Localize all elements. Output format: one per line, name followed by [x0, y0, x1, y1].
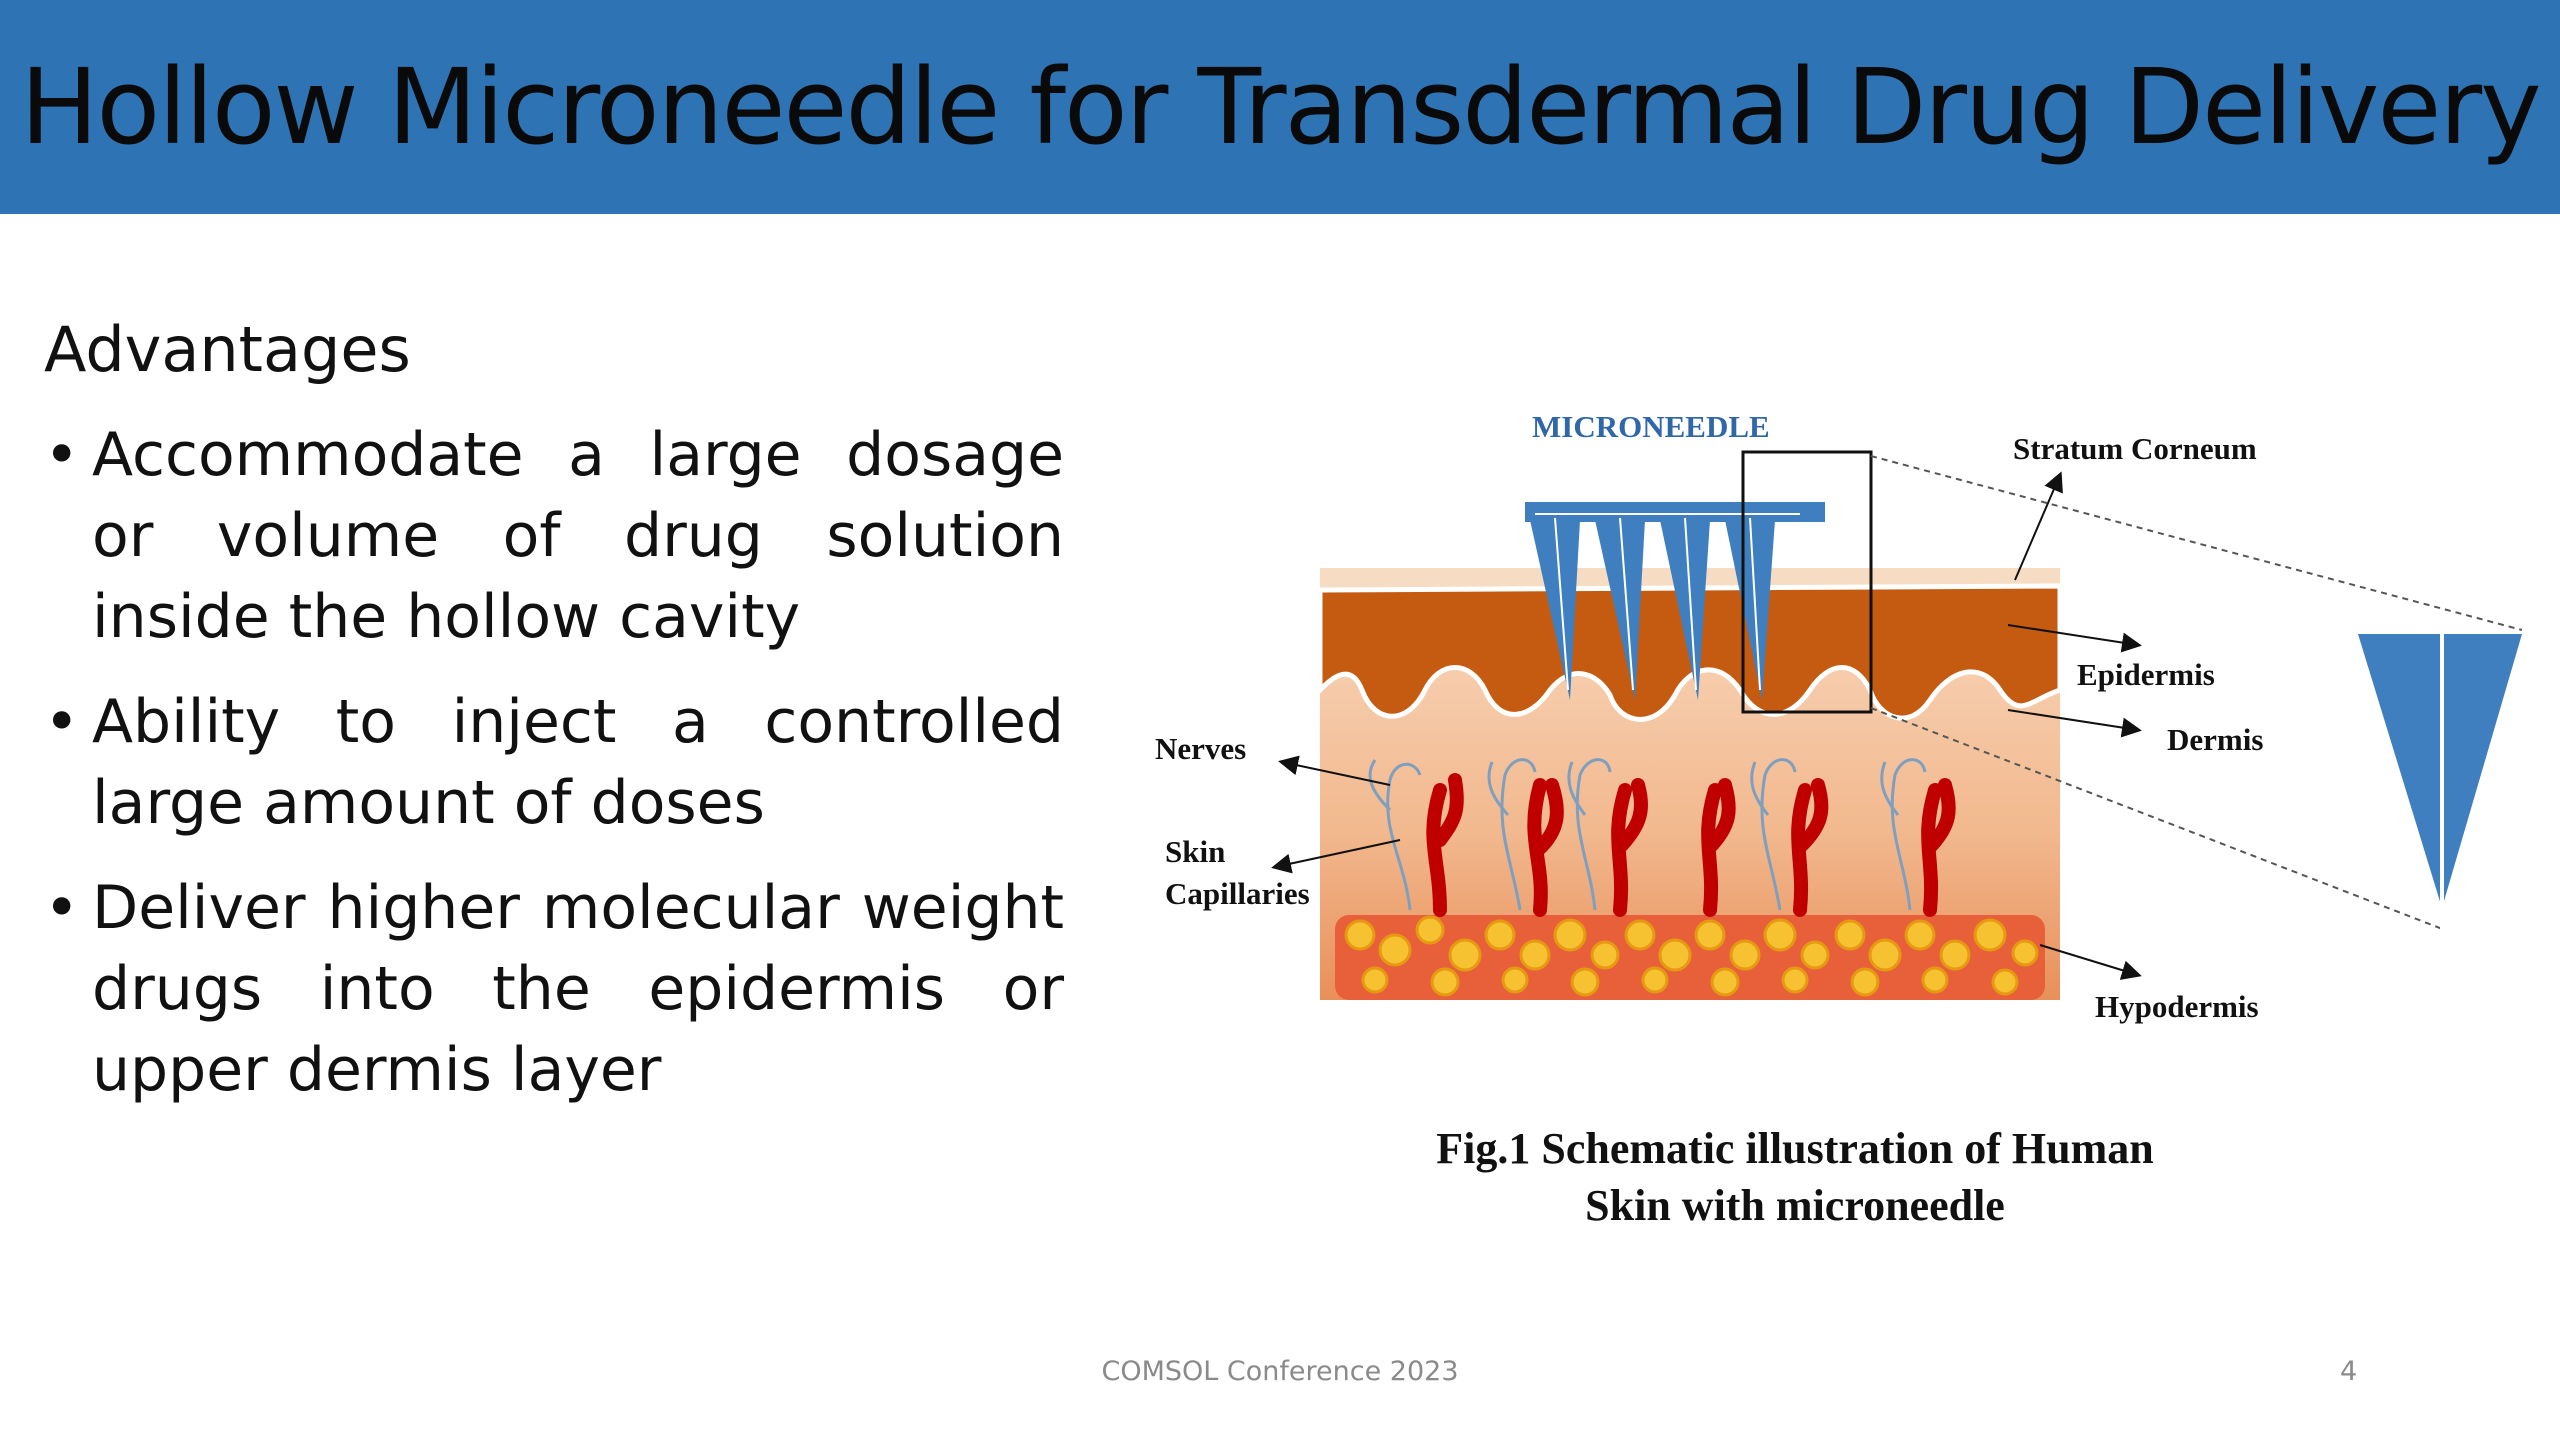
footer-text: COMSOL Conference 2023 — [1101, 1356, 1459, 1387]
microneedle-array — [1525, 502, 1825, 700]
bullet-text: Ability to inject a controlled large amo… — [92, 687, 1064, 838]
slide-number: 4 — [2340, 1356, 2358, 1387]
zoom-lines — [1870, 455, 2523, 931]
caption-line-1: Fig.1 Schematic illustration of Human — [1436, 1124, 2154, 1173]
bullet-icon: • — [44, 873, 80, 943]
list-item: • Accommodate a large dosage or volume o… — [44, 415, 1064, 658]
skin-microneedle-figure: MICRONEEDLE Stratum Corneum Epidermis De… — [1140, 390, 2530, 1070]
label-dermis: Dermis — [2167, 722, 2264, 757]
bullet-icon: • — [44, 687, 80, 757]
content-text-column: Advantages • Accommodate a large dosage … — [44, 305, 1064, 1135]
figure-caption: Fig.1 Schematic illustration of Human Sk… — [1300, 1120, 2290, 1234]
skin-diagram-illustration — [1271, 450, 2523, 1000]
bullet-text: Deliver higher molecular weight drugs in… — [92, 873, 1064, 1105]
list-item: • Deliver higher molecular weight drugs … — [44, 868, 1064, 1111]
label-nerves: Nerves — [1155, 731, 1247, 766]
bullet-text: Accommodate a large dosage or volume of … — [92, 420, 1064, 652]
label-microneedle: MICRONEEDLE — [1532, 409, 1770, 444]
enlarged-needle — [2358, 628, 2522, 930]
title-bar: Hollow Microneedle for Transdermal Drug … — [0, 0, 2560, 214]
slide-title: Hollow Microneedle for Transdermal Drug … — [20, 46, 2541, 168]
bullet-icon: • — [44, 420, 80, 490]
label-epidermis: Epidermis — [2077, 657, 2215, 692]
label-skin: Skin — [1165, 834, 1226, 869]
fat-cells — [1344, 915, 2039, 997]
leader-arrows — [1271, 471, 2142, 980]
advantages-heading: Advantages — [44, 313, 411, 386]
list-item: • Ability to inject a controlled large a… — [44, 682, 1064, 844]
label-capillaries: Capillaries — [1165, 876, 1310, 911]
capillaries — [1426, 773, 1956, 917]
zoom-box — [1741, 450, 1873, 714]
label-stratum-corneum: Stratum Corneum — [2013, 431, 2257, 466]
label-hypodermis: Hypodermis — [2095, 989, 2259, 1024]
nerves — [1368, 758, 1927, 911]
caption-line-2: Skin with microneedle — [1585, 1181, 2005, 1230]
advantages-list: • Accommodate a large dosage or volume o… — [44, 415, 1064, 1111]
